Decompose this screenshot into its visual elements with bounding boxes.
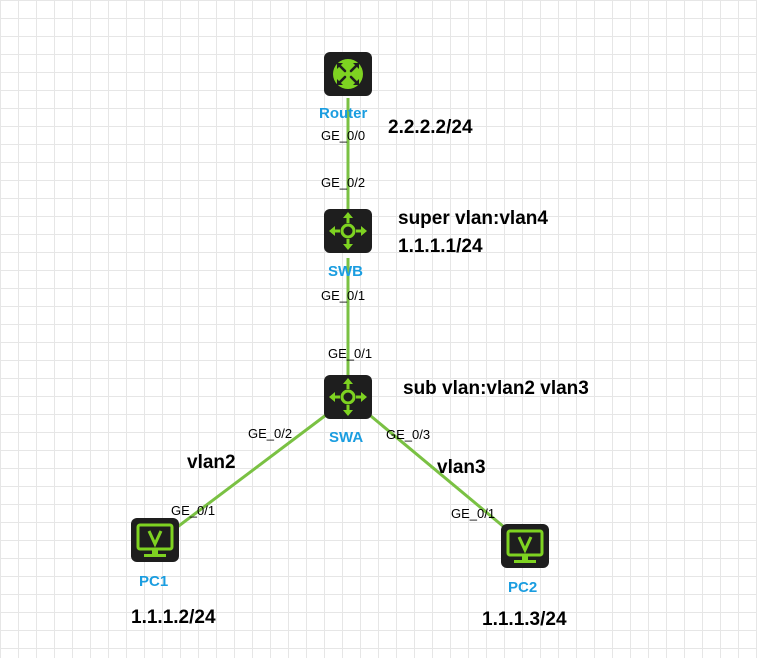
vlan3-annotation: vlan3 (437, 457, 486, 478)
swa-label: SWA (329, 429, 364, 446)
pc2-node[interactable] (500, 523, 550, 569)
swb-ip-annotation: 1.1.1.1/24 (398, 236, 483, 257)
port-label: GE_0/2 (248, 426, 293, 441)
port-label: GE_0/3 (386, 427, 431, 442)
port-label: GE_0/1 (171, 503, 216, 518)
pc2-label: PC2 (508, 579, 538, 596)
swb-node[interactable] (323, 208, 373, 254)
link-swa-pc1 (175, 410, 331, 530)
port-label: GE_0/1 (451, 506, 496, 521)
port-label: GE_0/0 (321, 128, 366, 143)
router-label: Router (319, 105, 368, 122)
monitor-icon (501, 524, 549, 568)
pc1-node[interactable] (130, 517, 180, 563)
pc2-ip-annotation: 1.1.1.3/24 (482, 609, 567, 630)
vlan2-annotation: vlan2 (187, 452, 236, 473)
router-ip-annotation: 2.2.2.2/24 (388, 117, 473, 138)
super-vlan-annotation: super vlan:vlan4 (398, 208, 548, 229)
router-node[interactable] (323, 51, 373, 97)
monitor-icon (131, 518, 179, 562)
swa-node[interactable] (323, 374, 373, 420)
sub-vlan-annotation: sub vlan:vlan2 vlan3 (403, 378, 589, 399)
swb-label: SWB (328, 263, 363, 280)
port-label: GE_0/1 (321, 288, 366, 303)
switch-icon (324, 209, 372, 253)
port-label: GE_0/2 (321, 175, 366, 190)
pc1-label: PC1 (139, 573, 169, 590)
pc1-ip-annotation: 1.1.1.2/24 (131, 607, 216, 628)
port-label: GE_0/1 (328, 346, 373, 361)
switch-icon (324, 375, 372, 419)
router-icon (324, 52, 372, 96)
link-swa-pc2 (365, 410, 511, 534)
